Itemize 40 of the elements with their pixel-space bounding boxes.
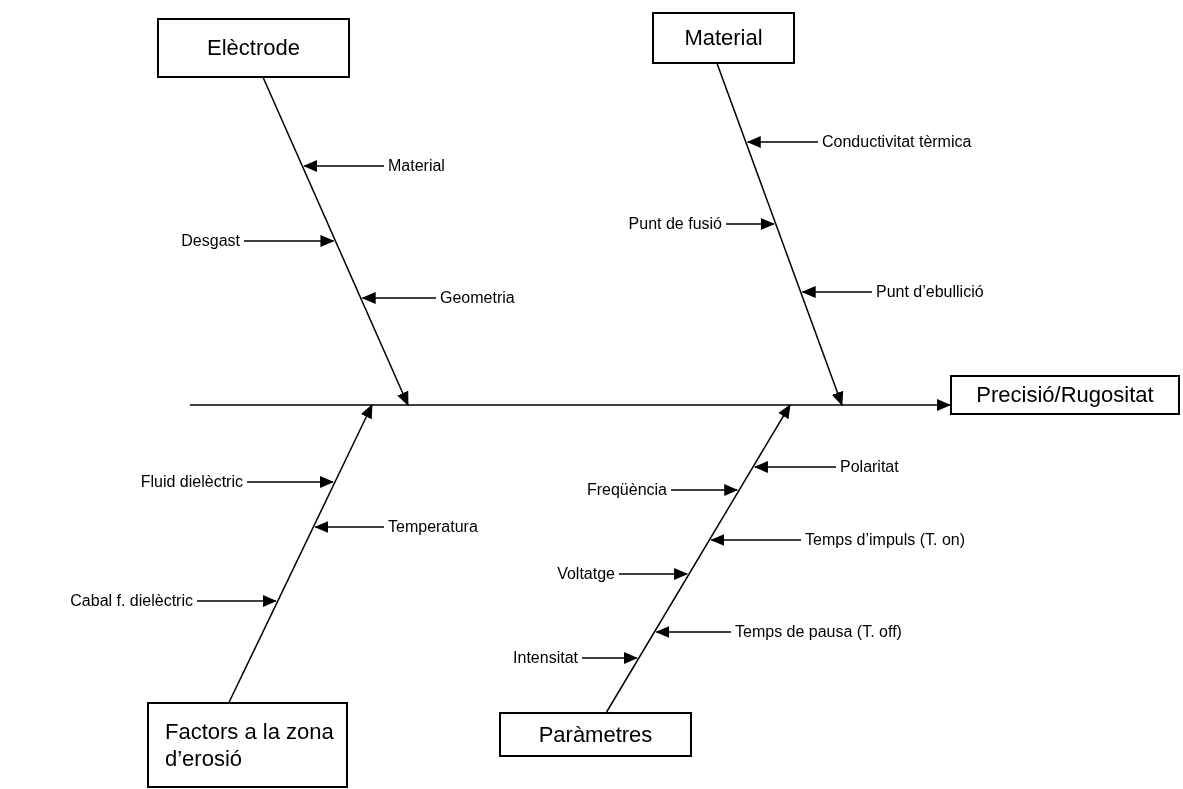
category-box: Paràmetres	[499, 712, 692, 757]
cause-label: Material	[388, 158, 445, 174]
arrow	[618, 568, 689, 580]
arrow	[670, 484, 739, 496]
category-box: Factors a la zona d’erosió	[147, 702, 348, 788]
arrow	[361, 292, 437, 304]
cause-label: Desgast	[181, 233, 240, 249]
arrow	[314, 521, 385, 533]
cause-label: Punt d’ebullició	[876, 284, 984, 300]
cause-label: Polaritat	[840, 459, 899, 475]
arrow	[303, 160, 385, 172]
category-box: Elèctrode	[157, 18, 350, 78]
arrow	[655, 626, 732, 638]
arrow	[753, 461, 837, 473]
cause-label: Temps de pausa (T. off)	[735, 624, 902, 640]
arrow	[243, 235, 335, 247]
arrow	[581, 652, 638, 664]
arrow	[746, 136, 819, 148]
arrow	[725, 218, 775, 230]
cause-label: Freqüència	[586, 482, 667, 498]
arrow	[605, 404, 791, 713]
arrow	[196, 595, 277, 607]
cause-label: Intensitat	[513, 650, 578, 666]
arrow	[262, 77, 409, 406]
arrow	[710, 534, 802, 546]
arrow	[801, 286, 873, 298]
cause-label: Fluid dielèctric	[140, 474, 243, 490]
cause-label: Punt de fusió	[628, 216, 722, 232]
arrow	[189, 399, 951, 411]
cause-label: Cabal f. dielèctric	[70, 593, 193, 609]
arrow	[716, 63, 844, 406]
arrow	[246, 476, 334, 488]
category-box: Material	[652, 12, 795, 64]
effect-box: Precisió/Rugositat	[950, 375, 1180, 415]
cause-label: Temps d’impuls (T. on)	[805, 532, 966, 548]
cause-label: Voltatge	[557, 566, 615, 582]
cause-label: Conductivitat tèrmica	[822, 134, 972, 150]
cause-label: Temperatura	[388, 519, 478, 535]
arrow	[228, 404, 373, 703]
cause-label: Geometria	[440, 290, 515, 306]
